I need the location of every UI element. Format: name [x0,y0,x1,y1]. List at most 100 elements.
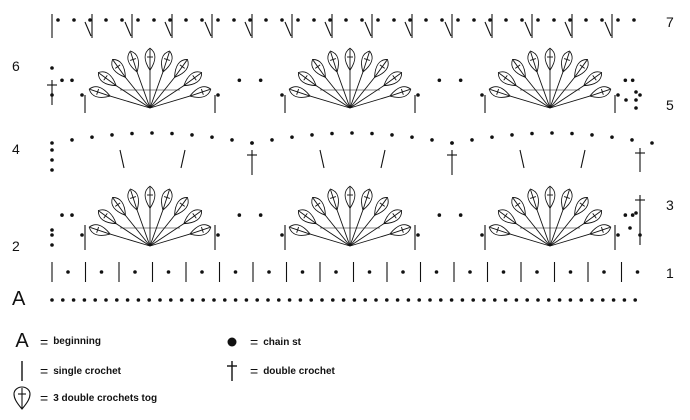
chain-stitch [130,131,134,136]
three-dc-tog [374,197,389,217]
chain-stitch [488,18,492,22]
chain-stitch [280,18,284,22]
chain-stitch [50,158,54,162]
chain-stitch [376,18,380,22]
fan-ray [149,233,190,247]
three-dc-tog [488,86,511,98]
three-dc-tog [527,50,539,73]
three-dc-tog [311,197,326,217]
legend-three-dc-tog-text: 3 double crochets tog [53,392,158,404]
three-dc-tog [144,185,156,210]
chain-stitch [287,298,292,302]
chain-stitch [650,141,654,145]
chain-stitch [210,135,214,139]
chain-stitch [536,18,540,22]
fan-ray [125,77,151,109]
chain-stitch [628,226,632,230]
fan-ray [310,95,351,109]
chain-stitch [568,18,572,22]
chain-stitch [237,78,242,83]
chain-stitch [579,298,583,302]
chain-stitch [152,18,156,22]
chain-stitch [147,298,151,302]
three-dc-tog [297,209,317,225]
chain-stitch [232,18,236,22]
chain-stitch [80,93,84,97]
chain-stitch [120,18,124,22]
chain-stitch [50,168,54,172]
single-crochet [484,21,492,37]
beginning-symbol: A [15,330,29,352]
chain-stitch [449,298,454,302]
three-dc-tog [189,86,212,98]
three-dc-tog-icon [8,386,36,410]
fan-ray [549,85,585,109]
chain-stitch [216,18,220,22]
three-dc-tog [389,86,412,98]
chain-stitch [104,298,108,302]
chain-stitch [320,298,324,302]
chain-stitch [374,298,378,302]
chain-stitch [510,133,514,137]
row-label-1: 1 [666,265,674,281]
chain-stitch [458,213,463,217]
chain-stitch [630,78,635,83]
fan-ray [115,223,151,247]
chain-stitch [200,18,204,22]
chain-stitch [470,138,474,142]
chain-stitch [50,298,54,302]
fan-ray [349,215,375,247]
legend-double-crochet: = double crochet [218,360,335,382]
chain-stitch [99,270,104,274]
chain-stitch [201,298,205,302]
chain-stitch [434,270,439,274]
chain-stitch [169,298,173,302]
three-dc-tog [574,59,589,79]
three-dc-tog [583,71,603,87]
three-dc-tog [111,59,126,79]
chain-stitch [350,131,354,135]
chain-stitch [480,233,484,237]
three-dc-tog [488,224,511,236]
chain-stitch [255,298,259,302]
three-dc-tog [161,50,173,73]
single-crochet [244,21,252,37]
equals-sign: = [250,334,258,350]
chain-stitch [296,18,300,22]
row-label-5: 5 [666,97,674,113]
chain-stitch [71,298,76,302]
chain-stitch [90,135,94,139]
three-dc-tog [127,50,139,73]
chain-stitch [267,270,271,274]
chain-stitch [590,298,594,302]
three-dc-tog [497,209,517,225]
chain-stitch [450,141,454,145]
chain-stitch [341,298,346,302]
chain-stitch [514,298,519,302]
chain-stitch [230,138,234,142]
chain-stitch [312,18,316,22]
chain-stitch [520,18,524,22]
chain-stitch [125,298,130,302]
fan-ray [510,233,551,247]
chain-stitch [547,298,551,302]
three-dc-tog [344,47,356,72]
chain-stitch [437,213,442,217]
three-dc-tog [511,197,526,217]
fan-ray [110,233,151,247]
chain-stitch [406,298,411,302]
chain-stitch [602,270,606,274]
chain-stitch [50,243,54,247]
chain-stitch [158,298,162,302]
fan-ray [549,95,590,109]
three-dc-tog [583,209,603,225]
chain-stitch [633,298,637,302]
fan-ray [149,215,175,247]
single-crochet [444,21,452,37]
chain-stitch [136,298,141,302]
fan-ray [349,77,375,109]
legend-chain: = chain st [218,334,301,350]
chain-stitch [233,298,238,302]
fan-ray [515,85,551,109]
three-dc-tog [288,224,311,236]
